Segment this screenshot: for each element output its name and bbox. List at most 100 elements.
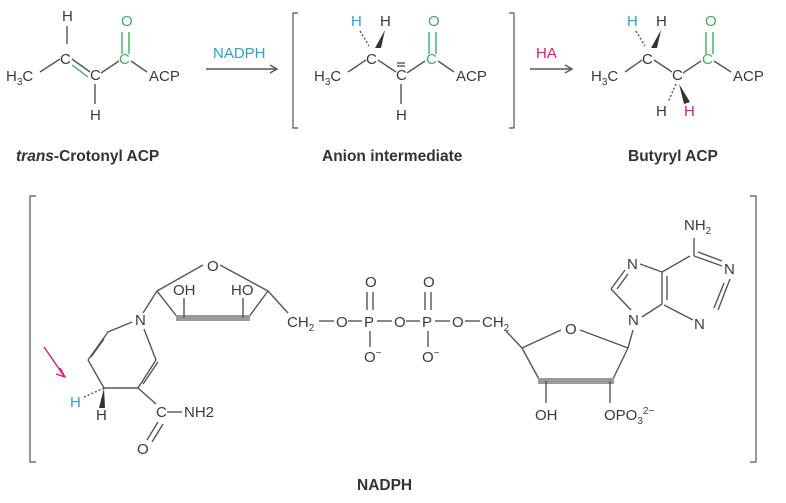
bond: [627, 329, 634, 349]
linker-p2: P: [422, 314, 432, 331]
c2-h-bottom: H: [396, 107, 407, 124]
c3-h-blue: H: [627, 13, 638, 30]
nicotinamide-h-blue: H: [70, 394, 81, 411]
adenine-base: N N NH2 N N: [610, 217, 735, 333]
c2-h-blue: H: [351, 13, 362, 30]
adenine-n9: N: [628, 312, 639, 329]
bond: [717, 278, 731, 311]
wedge-bond: [375, 30, 385, 48]
bond: [137, 359, 157, 389]
ribose1-ho: HO: [231, 282, 254, 299]
bond: [87, 331, 109, 361]
bond: [713, 60, 732, 73]
anion-intermediate-structure: H H O H3C C C C ACP H: [292, 12, 515, 129]
bond: [100, 60, 120, 74]
linker-o2: O: [394, 314, 406, 331]
c1-carbon-b: C: [90, 67, 101, 84]
bond: [71, 58, 91, 73]
amide-carbonyl: [146, 421, 159, 441]
linker-o1: O: [336, 314, 348, 331]
bond: [682, 60, 702, 74]
c1-h-bottom: H: [90, 107, 101, 124]
p1-o-minus: O−: [364, 348, 382, 366]
nadph-bracket-right: [750, 195, 757, 463]
hashed-bond: [635, 30, 646, 47]
c1-h-top: H: [62, 8, 73, 25]
double-bond: [71, 64, 89, 78]
ch2-left: CH2: [287, 314, 315, 334]
compound2-name: Anion intermediate: [322, 148, 463, 165]
nadph-bracket-left: [29, 195, 36, 463]
ribose1-o: O: [207, 258, 219, 275]
c1-carbon-carbonyl: C: [119, 51, 130, 68]
amide-o: O: [137, 441, 149, 458]
bond: [347, 59, 367, 73]
compound1-name: trans-Crotonyl ACP: [16, 148, 159, 165]
bond: [437, 60, 455, 73]
bond: [143, 328, 157, 361]
arrowhead: [55, 367, 67, 379]
c2-oxygen: O: [428, 13, 440, 30]
nicotinamide-h-black: H: [96, 407, 107, 424]
bond: [156, 264, 204, 292]
bond: [39, 58, 61, 73]
c3-carbon-carbonyl: C: [702, 51, 713, 68]
hashed-bond: [359, 30, 370, 47]
double-bond: [142, 361, 159, 385]
adenine-n7: N: [627, 256, 638, 273]
adenine-n3: N: [694, 316, 705, 333]
bracket-right: [509, 12, 515, 129]
c3-oxygen: O: [705, 13, 717, 30]
c2-acp: ACP: [456, 68, 487, 85]
nadph-name: NADPH: [357, 477, 412, 494]
amide-c: C: [156, 404, 167, 421]
hydride-arrow: [43, 346, 65, 377]
ribose2-oh: OH: [535, 407, 558, 424]
ribose-1: O OH HO: [142, 258, 289, 321]
bond: [624, 59, 643, 73]
amide-carbonyl: [151, 423, 164, 443]
bond: [406, 60, 426, 74]
bond: [156, 290, 179, 319]
bond: [247, 290, 269, 319]
p2-o-minus: O−: [422, 348, 440, 366]
ribose2-o: O: [565, 321, 577, 338]
ribose1-oh: OH: [173, 282, 196, 299]
c3-h-bottom-black: H: [656, 103, 667, 120]
reagent-ha: HA: [536, 45, 557, 62]
linker-o3: O: [452, 314, 464, 331]
bond: [641, 303, 663, 318]
double-bond: [713, 282, 725, 309]
ch2-right: CH2: [482, 314, 510, 334]
trans-crotonyl-acp-structure: H O H3C C C C ACP H: [6, 8, 180, 124]
hashed-bond: [81, 387, 105, 399]
compound3-name: Butyryl ACP: [628, 148, 718, 165]
c2-carbon-a: C: [366, 51, 377, 68]
bond: [693, 255, 723, 267]
bond: [611, 347, 629, 382]
bond: [87, 359, 105, 389]
hashed-bond: [667, 83, 677, 103]
bond: [142, 290, 158, 314]
bond: [137, 387, 157, 405]
double-bond: [616, 273, 629, 290]
c3-carbon-b: C: [672, 67, 683, 84]
c2-h-black: H: [380, 13, 391, 30]
bond: [130, 60, 148, 73]
bond: [579, 329, 629, 349]
ribose2-phosphate: OPO32−: [604, 406, 654, 427]
diphosphate-linker: CH2 O P O P O CH2 O O O− O−: [287, 274, 510, 366]
c2-carbanion: C: [396, 67, 407, 84]
linker-p1: P: [364, 314, 374, 331]
c3-acp: ACP: [733, 68, 764, 85]
c2-methyl: H3C: [314, 68, 341, 88]
c3-carbon-a: C: [642, 51, 653, 68]
c1-oxygen: O: [121, 13, 133, 30]
bond: [505, 330, 523, 349]
reagent-nadph: NADPH: [213, 45, 266, 62]
arrowhead: [564, 64, 574, 74]
bond: [521, 347, 541, 382]
amide-nh2: NH2: [184, 404, 214, 421]
bond: [377, 59, 397, 73]
